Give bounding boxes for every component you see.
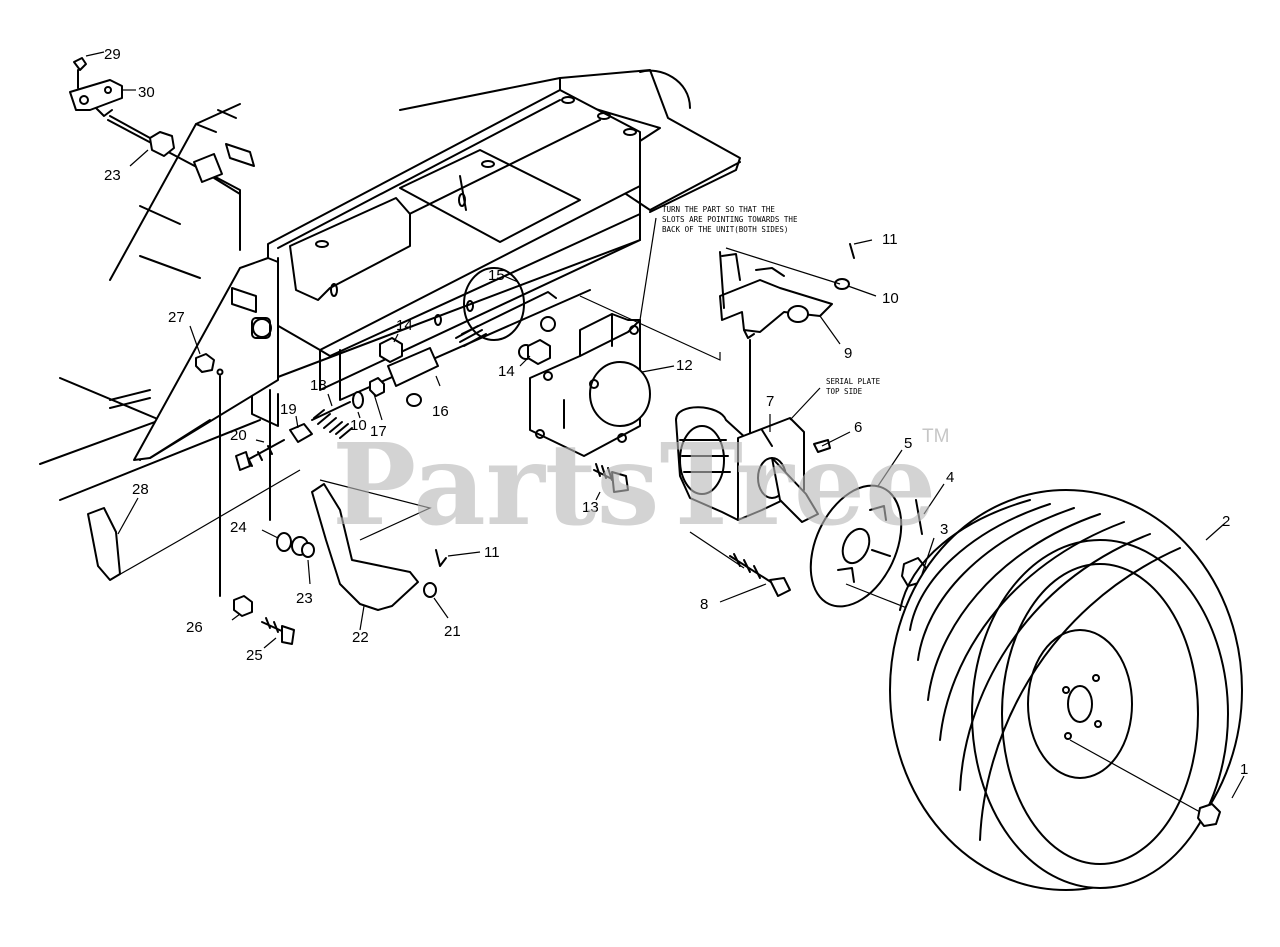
- callout-1: 1: [1240, 761, 1248, 778]
- part-12-mounting-bracket: [529, 313, 651, 457]
- callout-5: 5: [904, 435, 912, 452]
- note-serial-plate: SERIAL PLATE TOP SIDE: [826, 377, 881, 396]
- callout-12: 12: [676, 357, 693, 374]
- bushing-and-pin: [193, 143, 255, 195]
- part-14-nut-right: [527, 339, 551, 365]
- callout-labels: 29 30 23 15 11 10 9 27 14 14 12 18 19 10…: [104, 46, 1248, 778]
- serial-plate-line-1: SERIAL PLATE: [826, 377, 881, 386]
- callout-2: 2: [1222, 513, 1230, 530]
- part-9-brake-arm: [719, 251, 833, 339]
- callout-10: 10: [350, 417, 367, 434]
- note-line-1: TURN THE PART SO THAT THE: [662, 205, 775, 214]
- note-line-3: BACK OF THE UNIT(BOTH SIDES): [662, 225, 788, 234]
- part-10-washer-right: [834, 278, 850, 290]
- part-27-nut: [195, 353, 224, 376]
- part-28-pedal: [87, 469, 301, 581]
- part-24-bushing: [276, 532, 292, 552]
- guide-line-upper: [579, 247, 841, 361]
- callout-23: 23: [296, 590, 313, 607]
- part-2-tire: [889, 489, 1243, 891]
- callout-21: 21: [444, 623, 461, 640]
- callout-28: 28: [132, 481, 149, 498]
- part-13-bolt: [593, 463, 629, 493]
- dashed-guide-lines: [107, 119, 241, 251]
- note-line-2: SLOTS ARE POINTING TOWARDS THE: [662, 215, 798, 224]
- part-11-cotter-pin-lower: [435, 549, 447, 567]
- note-slots-orientation: TURN THE PART SO THAT THE SLOTS ARE POIN…: [662, 205, 798, 234]
- callout-22: 22: [352, 629, 369, 646]
- part-25-bolt: [261, 617, 295, 645]
- callout-23: 23: [104, 167, 121, 184]
- part-16-tube: [387, 347, 439, 407]
- part-21-washer: [423, 582, 437, 598]
- callout-11: 11: [484, 544, 500, 561]
- axle-stub: [757, 457, 819, 523]
- callout-14: 14: [498, 363, 515, 380]
- part-14-nut-left: [379, 337, 403, 363]
- callout-7: 7: [766, 393, 774, 410]
- part-23-nut-upper: [109, 115, 175, 157]
- callout-13: 13: [582, 499, 599, 516]
- watermark-trademark: TM: [922, 426, 949, 447]
- part-11-cotter-pin-upper: [849, 243, 855, 259]
- callout-29: 29: [104, 46, 121, 63]
- callout-9: 9: [844, 345, 852, 362]
- part-8-axle-bolt: [729, 553, 791, 597]
- part-5-wheel-hub: [809, 484, 903, 608]
- callout-15: 15: [488, 267, 505, 284]
- part-18-spring: [311, 401, 353, 439]
- callout-27: 27: [168, 309, 185, 326]
- callout-4: 4: [946, 469, 954, 486]
- callout-26: 26: [186, 619, 203, 636]
- part-10-washer-left: [352, 391, 364, 409]
- part-17-nuts: [369, 377, 385, 397]
- watermark: PartsTree TM: [332, 420, 949, 551]
- part-22-brake-lever: [311, 479, 432, 611]
- callout-19: 19: [280, 401, 297, 418]
- part-26-nut: [219, 375, 271, 617]
- callout-6: 6: [854, 419, 862, 436]
- callout-10: 10: [882, 290, 899, 307]
- callout-3: 3: [940, 521, 948, 538]
- wheel-rim: [1001, 563, 1199, 865]
- part-29-bolt: [73, 57, 87, 89]
- part-19-clevis: [289, 423, 313, 443]
- callout-14: 14: [396, 317, 413, 334]
- leader-lines: [85, 51, 1245, 799]
- callout-20: 20: [230, 427, 247, 444]
- callout-18: 18: [310, 377, 327, 394]
- callout-8: 8: [700, 596, 708, 613]
- part-23-nut-lower: [291, 536, 315, 558]
- serial-plate-line-2: TOP SIDE: [826, 387, 863, 396]
- callout-24: 24: [230, 519, 247, 536]
- main-frame-rail: [239, 89, 641, 427]
- part-1-lug-nut: [1069, 739, 1221, 827]
- part-30-latch-plate: [69, 79, 123, 117]
- callout-11: 11: [882, 231, 898, 248]
- side-frame-lower: [39, 213, 641, 501]
- callout-16: 16: [432, 403, 449, 420]
- part-4-cotter-pin: [915, 499, 923, 535]
- callout-25: 25: [246, 647, 263, 664]
- watermark-text: PartsTree: [332, 420, 936, 551]
- callout-30: 30: [138, 84, 155, 101]
- part-15-tie-rod: [455, 291, 557, 347]
- callout-17: 17: [370, 423, 387, 440]
- part-20-bolt: [235, 439, 285, 471]
